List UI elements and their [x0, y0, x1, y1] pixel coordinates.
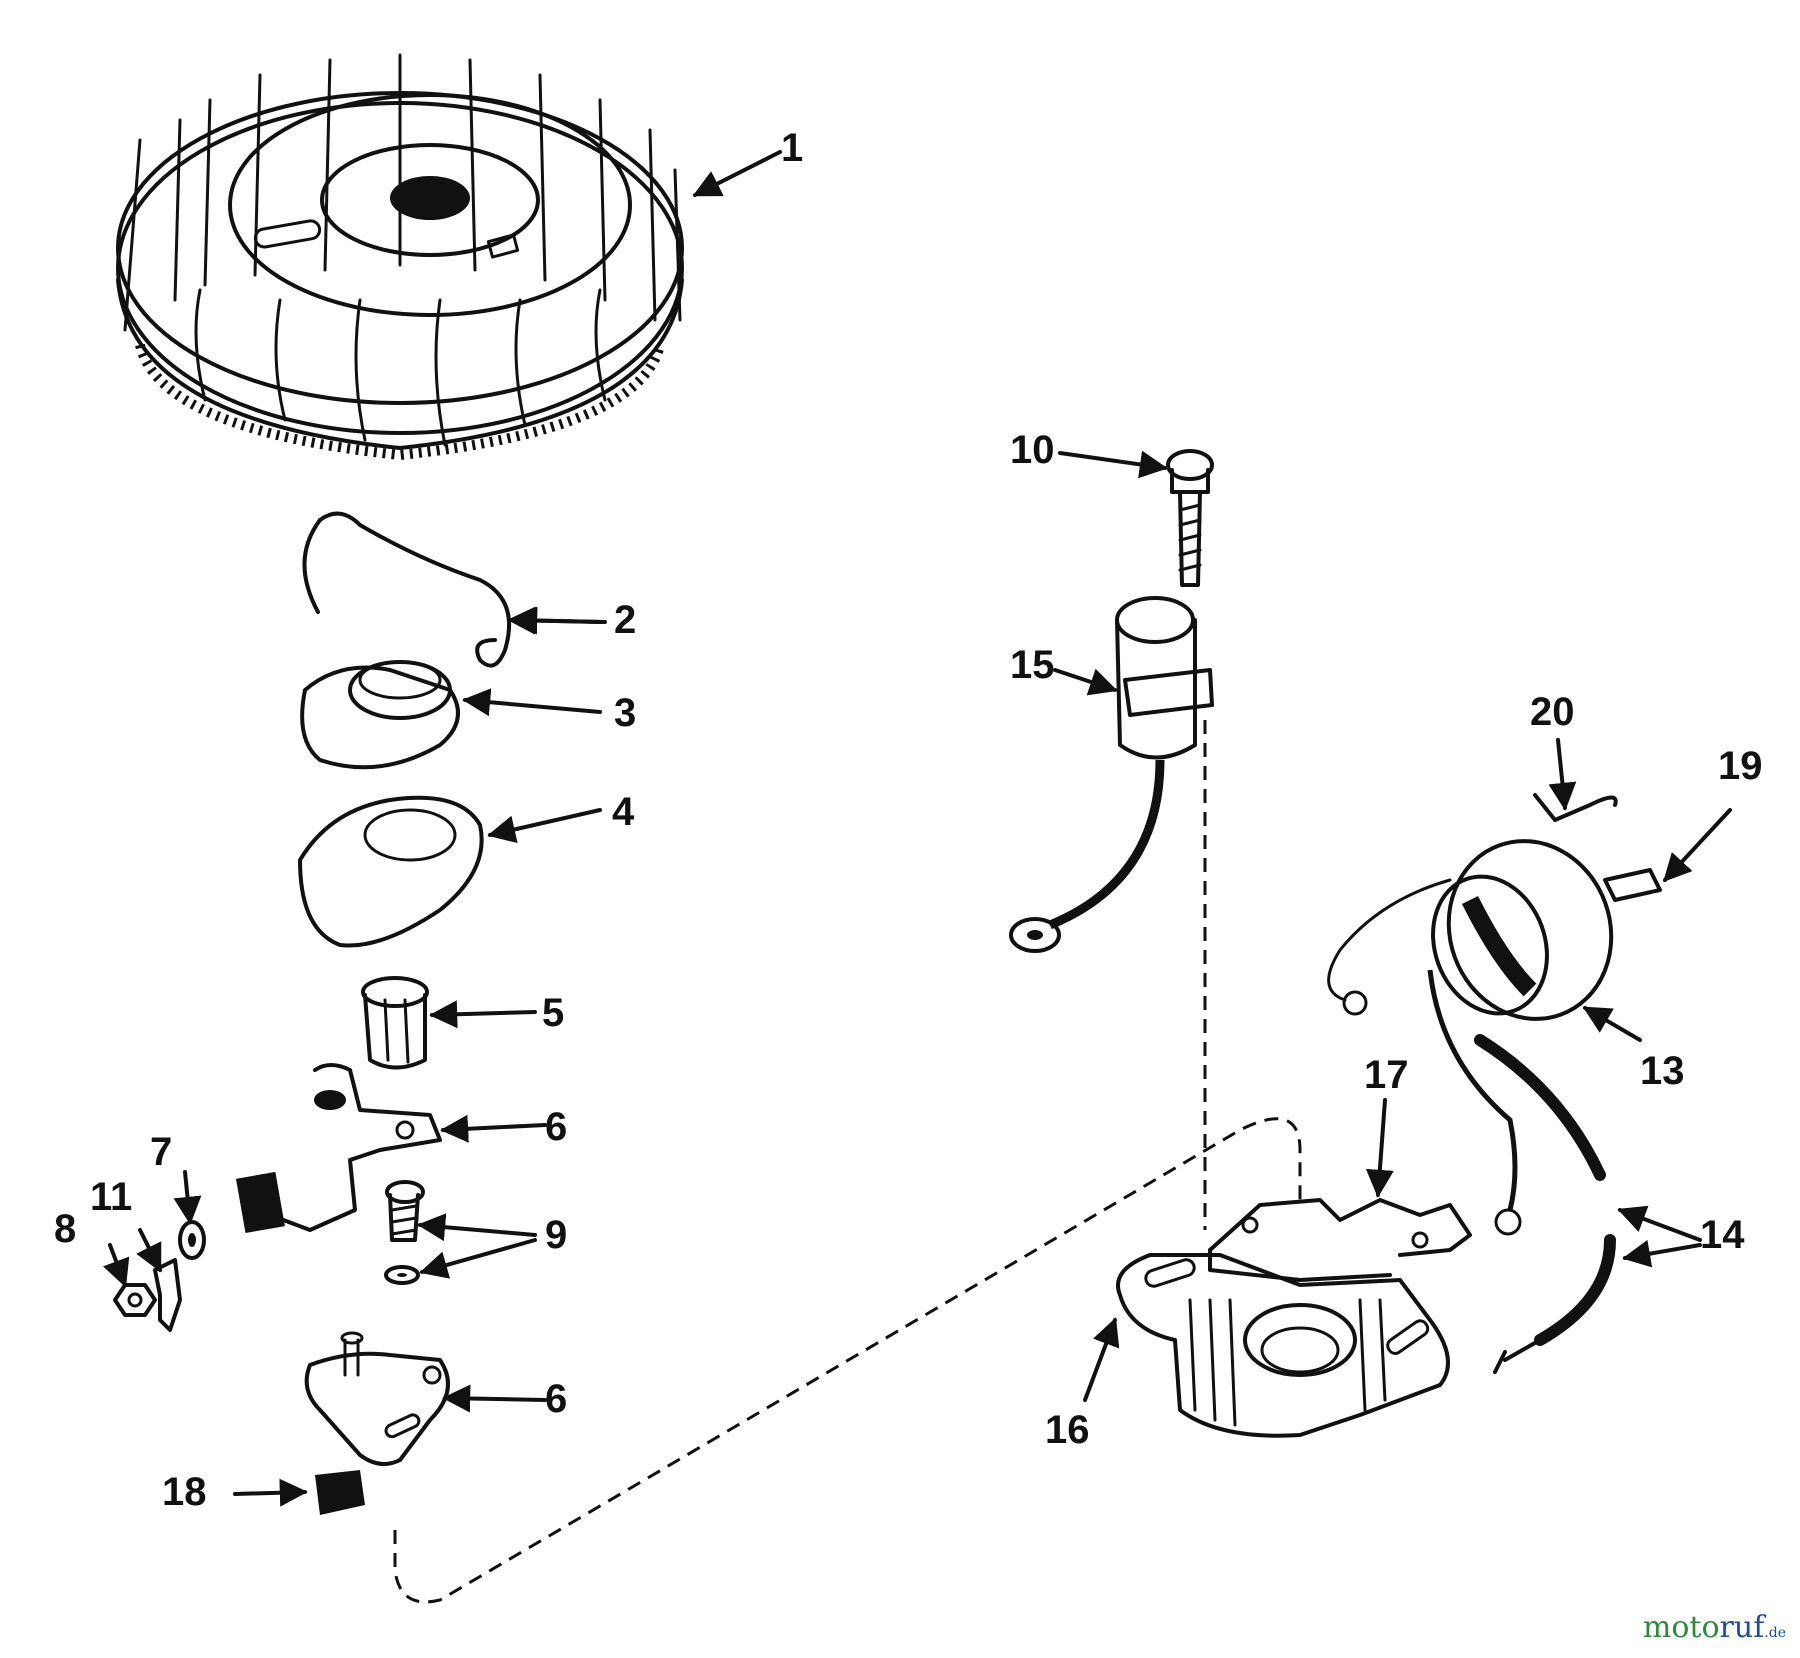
breaker-point-arm	[235, 1063, 442, 1234]
callout-18: 18	[162, 1470, 207, 1514]
condenser	[1009, 596, 1214, 953]
wire-clip	[1533, 793, 1618, 822]
watermark-suffix: .de	[1764, 1625, 1786, 1641]
callout-8: 8	[54, 1207, 77, 1251]
dust-cover	[300, 660, 460, 770]
callout-14: 14	[1700, 1213, 1745, 1257]
callout-15: 15	[1010, 643, 1055, 687]
callout-11: 11	[90, 1175, 133, 1219]
callout-10: 10	[1010, 428, 1055, 472]
callout-3: 3	[614, 691, 637, 735]
callout-9: 9	[545, 1213, 568, 1257]
callout-16: 16	[1045, 1408, 1090, 1452]
callout-6-lower: 6	[545, 1377, 568, 1421]
washer-7	[178, 1220, 206, 1260]
leader-arrows	[103, 150, 1732, 1507]
ignition-coil	[1327, 839, 1614, 1236]
terminal	[153, 1258, 182, 1332]
callout-19: 19	[1718, 744, 1763, 788]
gasket	[298, 795, 484, 948]
nut	[113, 1283, 157, 1317]
lead-wires	[1474, 1034, 1616, 1374]
watermark: motoruf.de	[1643, 1613, 1786, 1643]
breaker-base-plate	[304, 1331, 450, 1466]
watermark-ruf: ruf	[1719, 1610, 1765, 1645]
screw-and-washer	[384, 1180, 425, 1285]
callout-7: 7	[150, 1130, 173, 1174]
retainer-plate	[1603, 868, 1662, 902]
assembly-dash-line	[393, 1117, 1302, 1604]
watermark-moto: moto	[1642, 1610, 1720, 1645]
screw-10	[1166, 449, 1214, 587]
callout-4: 4	[612, 790, 635, 834]
callout-5: 5	[542, 991, 565, 1035]
callout-17: 17	[1364, 1053, 1409, 1097]
callout-20: 20	[1530, 690, 1575, 734]
felt	[315, 1470, 365, 1515]
callout-1: 1	[781, 126, 804, 170]
callout-6-upper: 6	[545, 1105, 568, 1149]
coil-core	[1208, 1198, 1472, 1282]
flywheel	[116, 53, 684, 461]
spring-clip	[302, 511, 512, 668]
armature-base	[1116, 1253, 1450, 1438]
callout-13: 13	[1640, 1049, 1685, 1093]
bushing	[361, 976, 429, 1070]
callout-2: 2	[614, 598, 637, 642]
